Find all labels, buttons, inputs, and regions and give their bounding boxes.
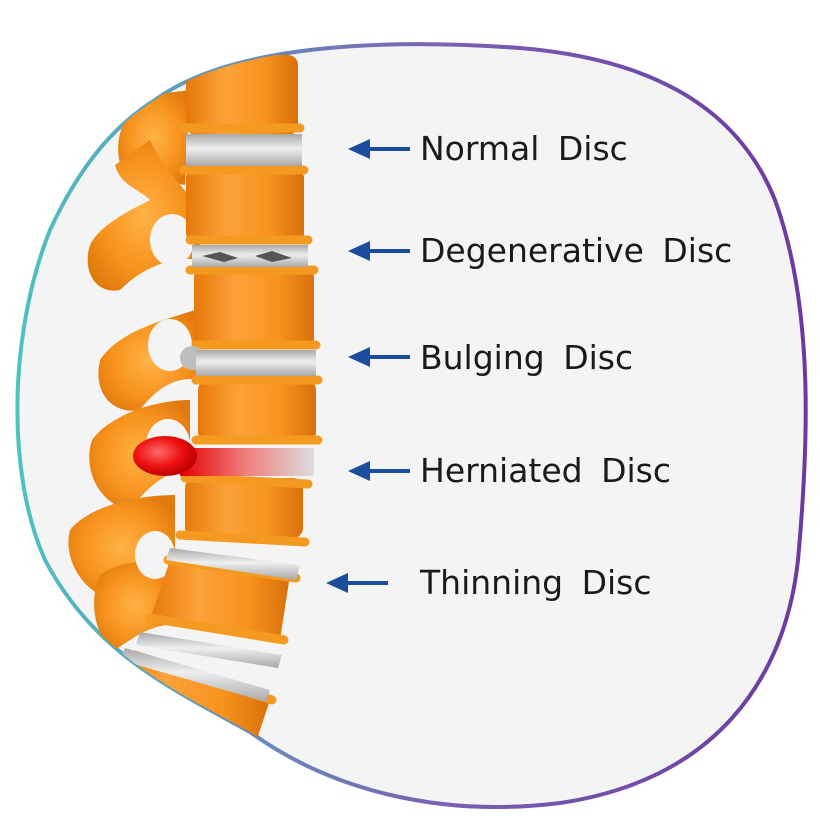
normal-disc (186, 134, 302, 166)
herniated-disc (133, 436, 314, 476)
thinning-disc (166, 548, 300, 580)
arrow-left-icon (348, 347, 410, 367)
spine-illustration (68, 55, 323, 760)
arrow-left-icon (326, 573, 388, 593)
bulging-disc (180, 346, 316, 376)
label-degenerative-disc: Degenerative Disc (420, 231, 733, 270)
label-herniated-disc: Herniated Disc (420, 451, 672, 490)
degenerative-disc (192, 245, 308, 267)
label-normal-disc: Normal Disc (420, 129, 628, 168)
label-bulging-disc: Bulging Disc (420, 338, 634, 377)
discs (120, 134, 316, 702)
arrow-left-icon (348, 241, 410, 261)
arrow-left-icon (348, 461, 410, 481)
label-thinning-disc: Thinning Disc (420, 563, 652, 602)
vertebral-bodies (110, 55, 316, 760)
arrow-left-icon (348, 139, 410, 159)
herniation-blob (133, 436, 197, 476)
